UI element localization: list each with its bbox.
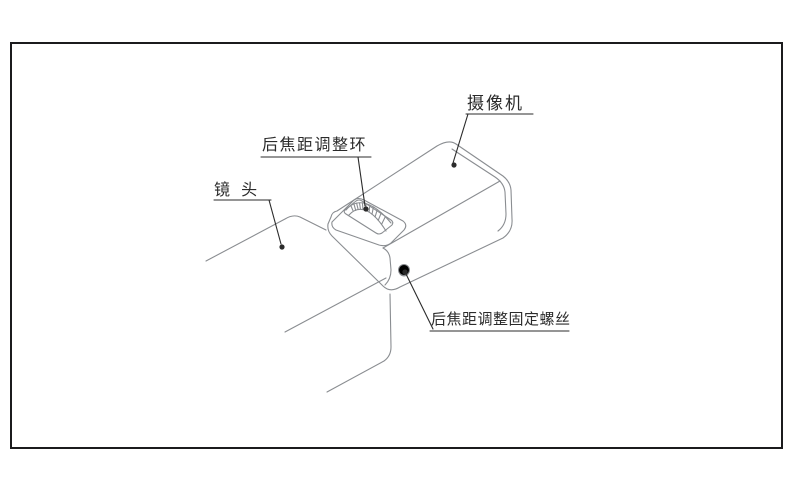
label-lens: 镜 头 [214, 180, 261, 199]
label-focus-ring: 后焦距调整环 [262, 135, 368, 154]
leader-lines [213, 113, 570, 332]
lens-body [205, 215, 392, 393]
camera-body [327, 141, 513, 291]
label-camera: 摄像机 [467, 94, 524, 114]
diagram-border [10, 42, 783, 449]
focus-ring [345, 202, 392, 232]
label-lock-screw: 后焦距调整固定螺丝 [431, 310, 571, 328]
leader-dots [279, 162, 457, 275]
